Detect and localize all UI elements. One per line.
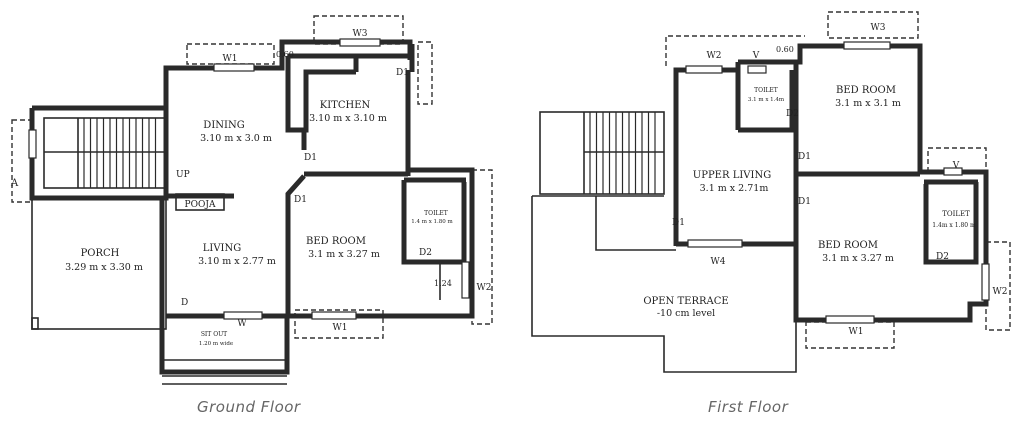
toilet2-size: 1.4m x 1.80 m (932, 222, 976, 229)
sunshade-outline (665, 35, 805, 66)
terrace-outline (531, 196, 797, 373)
sitout-label: SIT OUT (201, 331, 227, 338)
window-w2 (461, 261, 470, 299)
window-w2-label: W2 (477, 283, 492, 293)
section-marker: A (10, 178, 19, 189)
bedroom1-size: 3.1 m x 3.1 m (835, 98, 901, 109)
window-w2-top (685, 65, 723, 74)
toilet2-wall (923, 182, 979, 265)
dining-label: DINING (203, 120, 244, 131)
first-floor-title: First Floor (708, 398, 789, 416)
window-projection-w1-bed (294, 309, 384, 339)
bedroom-label: BED ROOM (306, 236, 366, 247)
window-w1-first-label: W1 (849, 327, 864, 337)
toilet1-label: TOILET (754, 87, 778, 94)
bedroom2-size: 3.1 m x 3.27 m (822, 253, 894, 264)
ground-floor-plan: DINING 3.10 m x 3.0 m KITCHEN 3.10 m x 3… (10, 15, 493, 385)
pooja-label: POOJA (185, 200, 216, 210)
stair-up-label: UP (176, 170, 190, 180)
dining-size: 3.10 m x 3.0 m (200, 133, 272, 144)
terrace-label: OPEN TERRACE (643, 296, 728, 307)
door-d2-toilet1-label: D2 (786, 109, 799, 119)
bedroom-size: 3.1 m x 3.27 m (308, 249, 380, 260)
kitchen-label: KITCHEN (320, 100, 371, 111)
dimension-060: 0.60 (276, 50, 294, 59)
window-projection-w2 (471, 169, 493, 325)
door-d2-label: D2 (419, 248, 432, 258)
bedroom2-label: BED ROOM (818, 240, 878, 251)
window-w1-bed (311, 311, 357, 320)
toilet1-size: 3.1 m x 1.4m (748, 97, 785, 103)
ground-floor-title: Ground Floor (197, 398, 301, 416)
vent-v-right (943, 167, 963, 176)
bedroom1-label: BED ROOM (836, 85, 896, 96)
window-w1-bed-label: W1 (333, 323, 348, 333)
window-w2-top-label: W2 (707, 51, 722, 61)
sitout-size: 1.20 m wide (199, 341, 233, 347)
porch-outline (31, 197, 167, 330)
window-w4 (687, 239, 743, 248)
door-d2-toilet2-label: D2 (936, 252, 949, 262)
main-door-label: D (181, 298, 188, 308)
toilet-wall (401, 180, 467, 265)
vent-v-top (747, 65, 767, 74)
door-d1-bedroom-label: D1 (294, 195, 307, 205)
window-projection-w3-first (827, 11, 919, 39)
door-d1-kitchen-label: D1 (396, 68, 409, 78)
door-d1-bedroom2-label: D1 (798, 197, 811, 207)
window-w-label: W (237, 319, 247, 329)
living-size: 3.10 m x 2.77 m (198, 256, 276, 267)
vent-v-top-label: V (752, 51, 760, 61)
toilet2-label: TOILET (942, 210, 970, 218)
porch-label: PORCH (81, 248, 120, 259)
toilet-size: 1.4 m x 1.80 m (411, 219, 453, 225)
window-w3-label: W3 (353, 29, 368, 39)
upper-living-label: UPPER LIVING (693, 170, 771, 181)
door-d1-bedroom1-label: D1 (798, 152, 811, 162)
first-staircase (539, 111, 665, 195)
ground-staircase (43, 117, 167, 189)
window-w1-first (825, 315, 875, 324)
ground-outer-wall-south (159, 70, 475, 375)
bedroom-wall (285, 174, 306, 316)
window-w4-label: W4 (711, 257, 726, 267)
porch-size: 3.29 m x 3.30 m (65, 262, 143, 273)
window-w3-first-label: W3 (871, 23, 886, 33)
vent-v-right-label: V (952, 161, 960, 171)
window-w1 (213, 63, 255, 72)
terrace-level: -10 cm level (657, 308, 715, 319)
window-w2-right-label: W2 (993, 287, 1008, 297)
door-d1-living-label: D1 (672, 218, 685, 228)
kitchen-projection (417, 41, 433, 105)
door-d1-kitchen-side-label: D1 (304, 153, 317, 163)
window-w1-label: W1 (223, 54, 238, 64)
window-w2-right (981, 263, 990, 301)
window-w3-first (843, 41, 891, 50)
dimension-124: 1.24 (434, 279, 452, 288)
staircase-window (28, 129, 37, 159)
upper-living-size: 3.1 m x 2.71m (700, 183, 769, 194)
living-label: LIVING (203, 243, 242, 254)
window-w3 (339, 38, 381, 47)
kitchen-size: 3.10 m x 3.10 m (309, 113, 387, 124)
window-projection-w1 (186, 43, 275, 65)
dimension-060-first: 0.60 (776, 45, 794, 54)
toilet-label: TOILET (424, 210, 448, 217)
first-floor-plan: UPPER LIVING 3.1 m x 2.71m BED ROOM 3.1 … (531, 11, 1011, 373)
window-w (223, 311, 263, 320)
